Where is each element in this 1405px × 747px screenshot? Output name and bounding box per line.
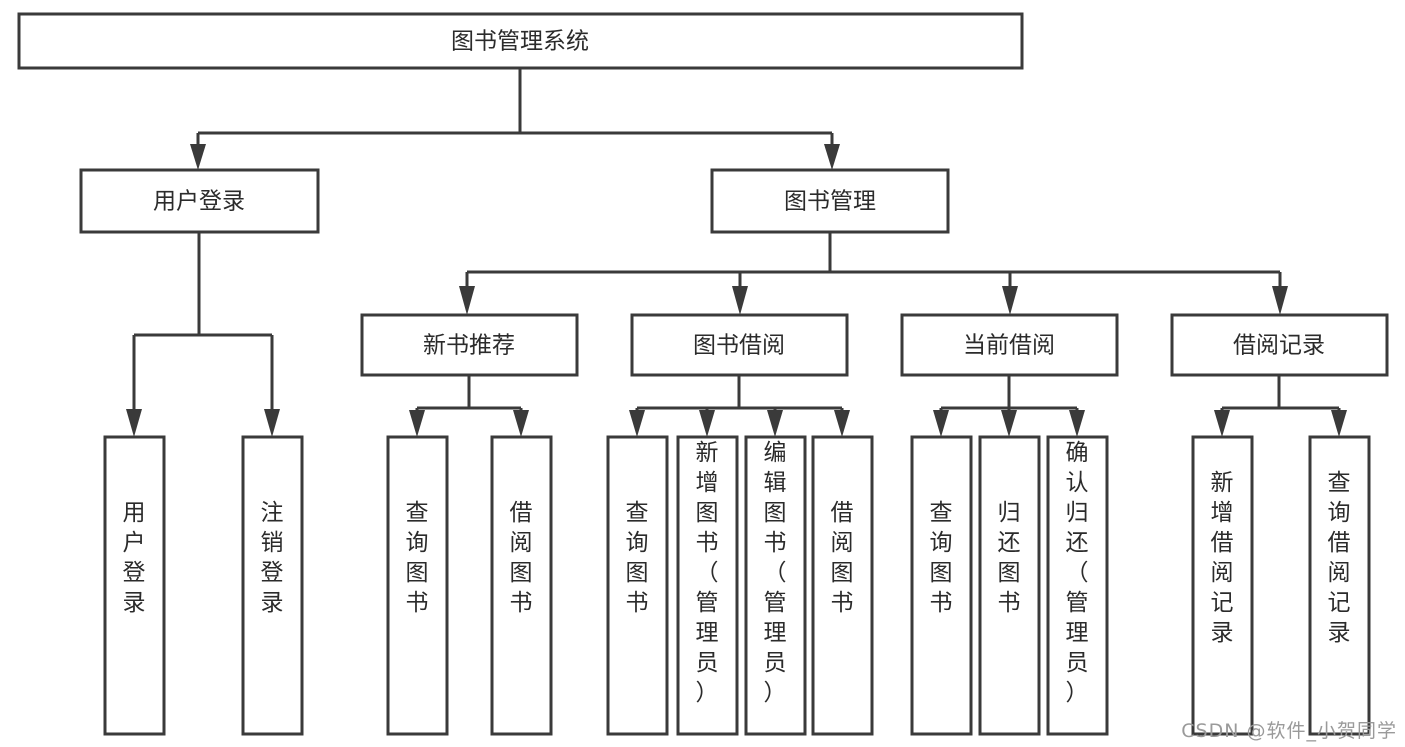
leaf-node[interactable]: 归还图书 bbox=[978, 435, 1041, 736]
arrow-leaf-c3 bbox=[1069, 410, 1085, 437]
arrow-l3-2 bbox=[732, 286, 748, 315]
leaf-box[interactable] bbox=[606, 435, 669, 736]
leaf-node[interactable]: 新增借阅记录 bbox=[1191, 435, 1254, 736]
current-borrow-box[interactable] bbox=[900, 313, 1119, 377]
leaf-box[interactable] bbox=[490, 435, 553, 736]
arrow-leaf-n2 bbox=[513, 410, 529, 437]
leaf-label: 新增借阅记录 bbox=[1211, 470, 1234, 646]
arrow-leaf-c2 bbox=[1001, 410, 1017, 437]
leaf-node[interactable]: 查询图书 bbox=[606, 435, 669, 736]
arrow-leaf-u1 bbox=[126, 409, 142, 437]
leaf-label: 借阅图书 bbox=[510, 500, 533, 616]
new-book-recommend-label: 新书推荐 bbox=[423, 333, 515, 359]
leaf-box[interactable] bbox=[1191, 435, 1254, 736]
connector-borrow-record-to-leaves bbox=[1214, 375, 1347, 437]
arrow-leaf-b1 bbox=[629, 410, 645, 437]
arrow-leaf-c1 bbox=[933, 410, 949, 437]
arrow-leaf-n1 bbox=[409, 410, 425, 437]
book-manage-box[interactable] bbox=[710, 168, 950, 234]
borrow-record-box[interactable] bbox=[1170, 313, 1389, 377]
leaf-box[interactable] bbox=[1308, 435, 1371, 736]
arrow-l3-4 bbox=[1272, 286, 1288, 315]
leaf-box[interactable] bbox=[241, 435, 304, 736]
leaf-box[interactable] bbox=[744, 435, 807, 736]
arrow-user-login bbox=[190, 144, 206, 170]
leaf-label: 查询借阅记录 bbox=[1328, 470, 1351, 646]
connector-current-borrow-to-leaves bbox=[933, 375, 1085, 437]
leaf-node[interactable]: 编辑图书（管理员） bbox=[744, 435, 807, 736]
leaf-label: 查询图书 bbox=[930, 500, 953, 616]
leaf-box[interactable] bbox=[386, 435, 449, 736]
node-new-book-recommend[interactable]: 新书推荐 bbox=[360, 313, 579, 377]
connector-user-login-to-leaves bbox=[126, 232, 280, 437]
current-borrow-label: 当前借阅 bbox=[963, 333, 1055, 359]
leaf-node[interactable]: 确认归还（管理员） bbox=[1046, 435, 1109, 736]
leaf-box[interactable] bbox=[103, 435, 166, 736]
node-current-borrow[interactable]: 当前借阅 bbox=[900, 313, 1119, 377]
node-root[interactable]: 图书管理系统 bbox=[17, 12, 1024, 70]
connector-book-manage-to-level3 bbox=[459, 232, 1288, 315]
connector-new-book-recommend-to-leaves bbox=[409, 375, 529, 437]
arrow-leaf-b3 bbox=[767, 410, 783, 437]
leaf-node[interactable]: 新增图书（管理员） bbox=[676, 435, 739, 736]
leaf-box[interactable] bbox=[910, 435, 973, 736]
leaf-node[interactable]: 查询图书 bbox=[386, 435, 449, 736]
csdn-watermark: CSDN @软件_小贺同学 bbox=[1181, 720, 1397, 742]
node-user-login[interactable]: 用户登录 bbox=[79, 168, 320, 234]
leaf-label: 用户登录 bbox=[123, 500, 146, 616]
leaf-box[interactable] bbox=[811, 435, 874, 736]
node-borrow-record[interactable]: 借阅记录 bbox=[1170, 313, 1389, 377]
root-label: 图书管理系统 bbox=[451, 29, 589, 55]
arrow-l3-1 bbox=[459, 286, 475, 315]
root-box[interactable] bbox=[17, 12, 1024, 70]
leaf-node[interactable]: 用户登录 bbox=[103, 435, 166, 736]
arrow-leaf-b2 bbox=[699, 410, 715, 437]
leaf-label: 借阅图书 bbox=[831, 500, 854, 616]
node-book-borrow[interactable]: 图书借阅 bbox=[630, 313, 849, 377]
arrow-l3-3 bbox=[1002, 286, 1018, 315]
arrow-leaf-r1 bbox=[1214, 410, 1230, 437]
borrow-record-label: 借阅记录 bbox=[1233, 333, 1325, 359]
leaf-label: 归还图书 bbox=[998, 500, 1021, 616]
leaf-node[interactable]: 查询图书 bbox=[910, 435, 973, 736]
user-login-label: 用户登录 bbox=[153, 189, 245, 215]
arrow-leaf-u2 bbox=[264, 409, 280, 437]
arrow-book-manage bbox=[824, 144, 840, 170]
leaf-label: 编辑图书（管理员） bbox=[764, 440, 787, 706]
leaf-box[interactable] bbox=[676, 435, 739, 736]
arrow-leaf-b4 bbox=[834, 410, 850, 437]
arrow-leaf-r2 bbox=[1331, 410, 1347, 437]
leaf-label: 确认归还（管理员） bbox=[1066, 440, 1089, 706]
book-manage-label: 图书管理 bbox=[784, 189, 876, 215]
book-borrow-box[interactable] bbox=[630, 313, 849, 377]
leaf-box[interactable] bbox=[978, 435, 1041, 736]
leaf-node[interactable]: 查询借阅记录 bbox=[1308, 435, 1371, 736]
connector-root-to-level2 bbox=[190, 68, 840, 170]
leaf-label: 查询图书 bbox=[406, 500, 429, 616]
leaf-label: 新增图书（管理员） bbox=[696, 440, 719, 706]
leaf-node[interactable]: 注销登录 bbox=[241, 435, 304, 736]
new-book-recommend-box[interactable] bbox=[360, 313, 579, 377]
leaf-node[interactable]: 借阅图书 bbox=[811, 435, 874, 736]
book-borrow-label: 图书借阅 bbox=[693, 333, 785, 359]
leaf-node[interactable]: 借阅图书 bbox=[490, 435, 553, 736]
leaf-box[interactable] bbox=[1046, 435, 1109, 736]
leaf-label: 查询图书 bbox=[626, 500, 649, 616]
leaf-label: 注销登录 bbox=[261, 500, 284, 616]
node-book-manage[interactable]: 图书管理 bbox=[710, 168, 950, 234]
connector-book-borrow-to-leaves bbox=[629, 375, 850, 437]
